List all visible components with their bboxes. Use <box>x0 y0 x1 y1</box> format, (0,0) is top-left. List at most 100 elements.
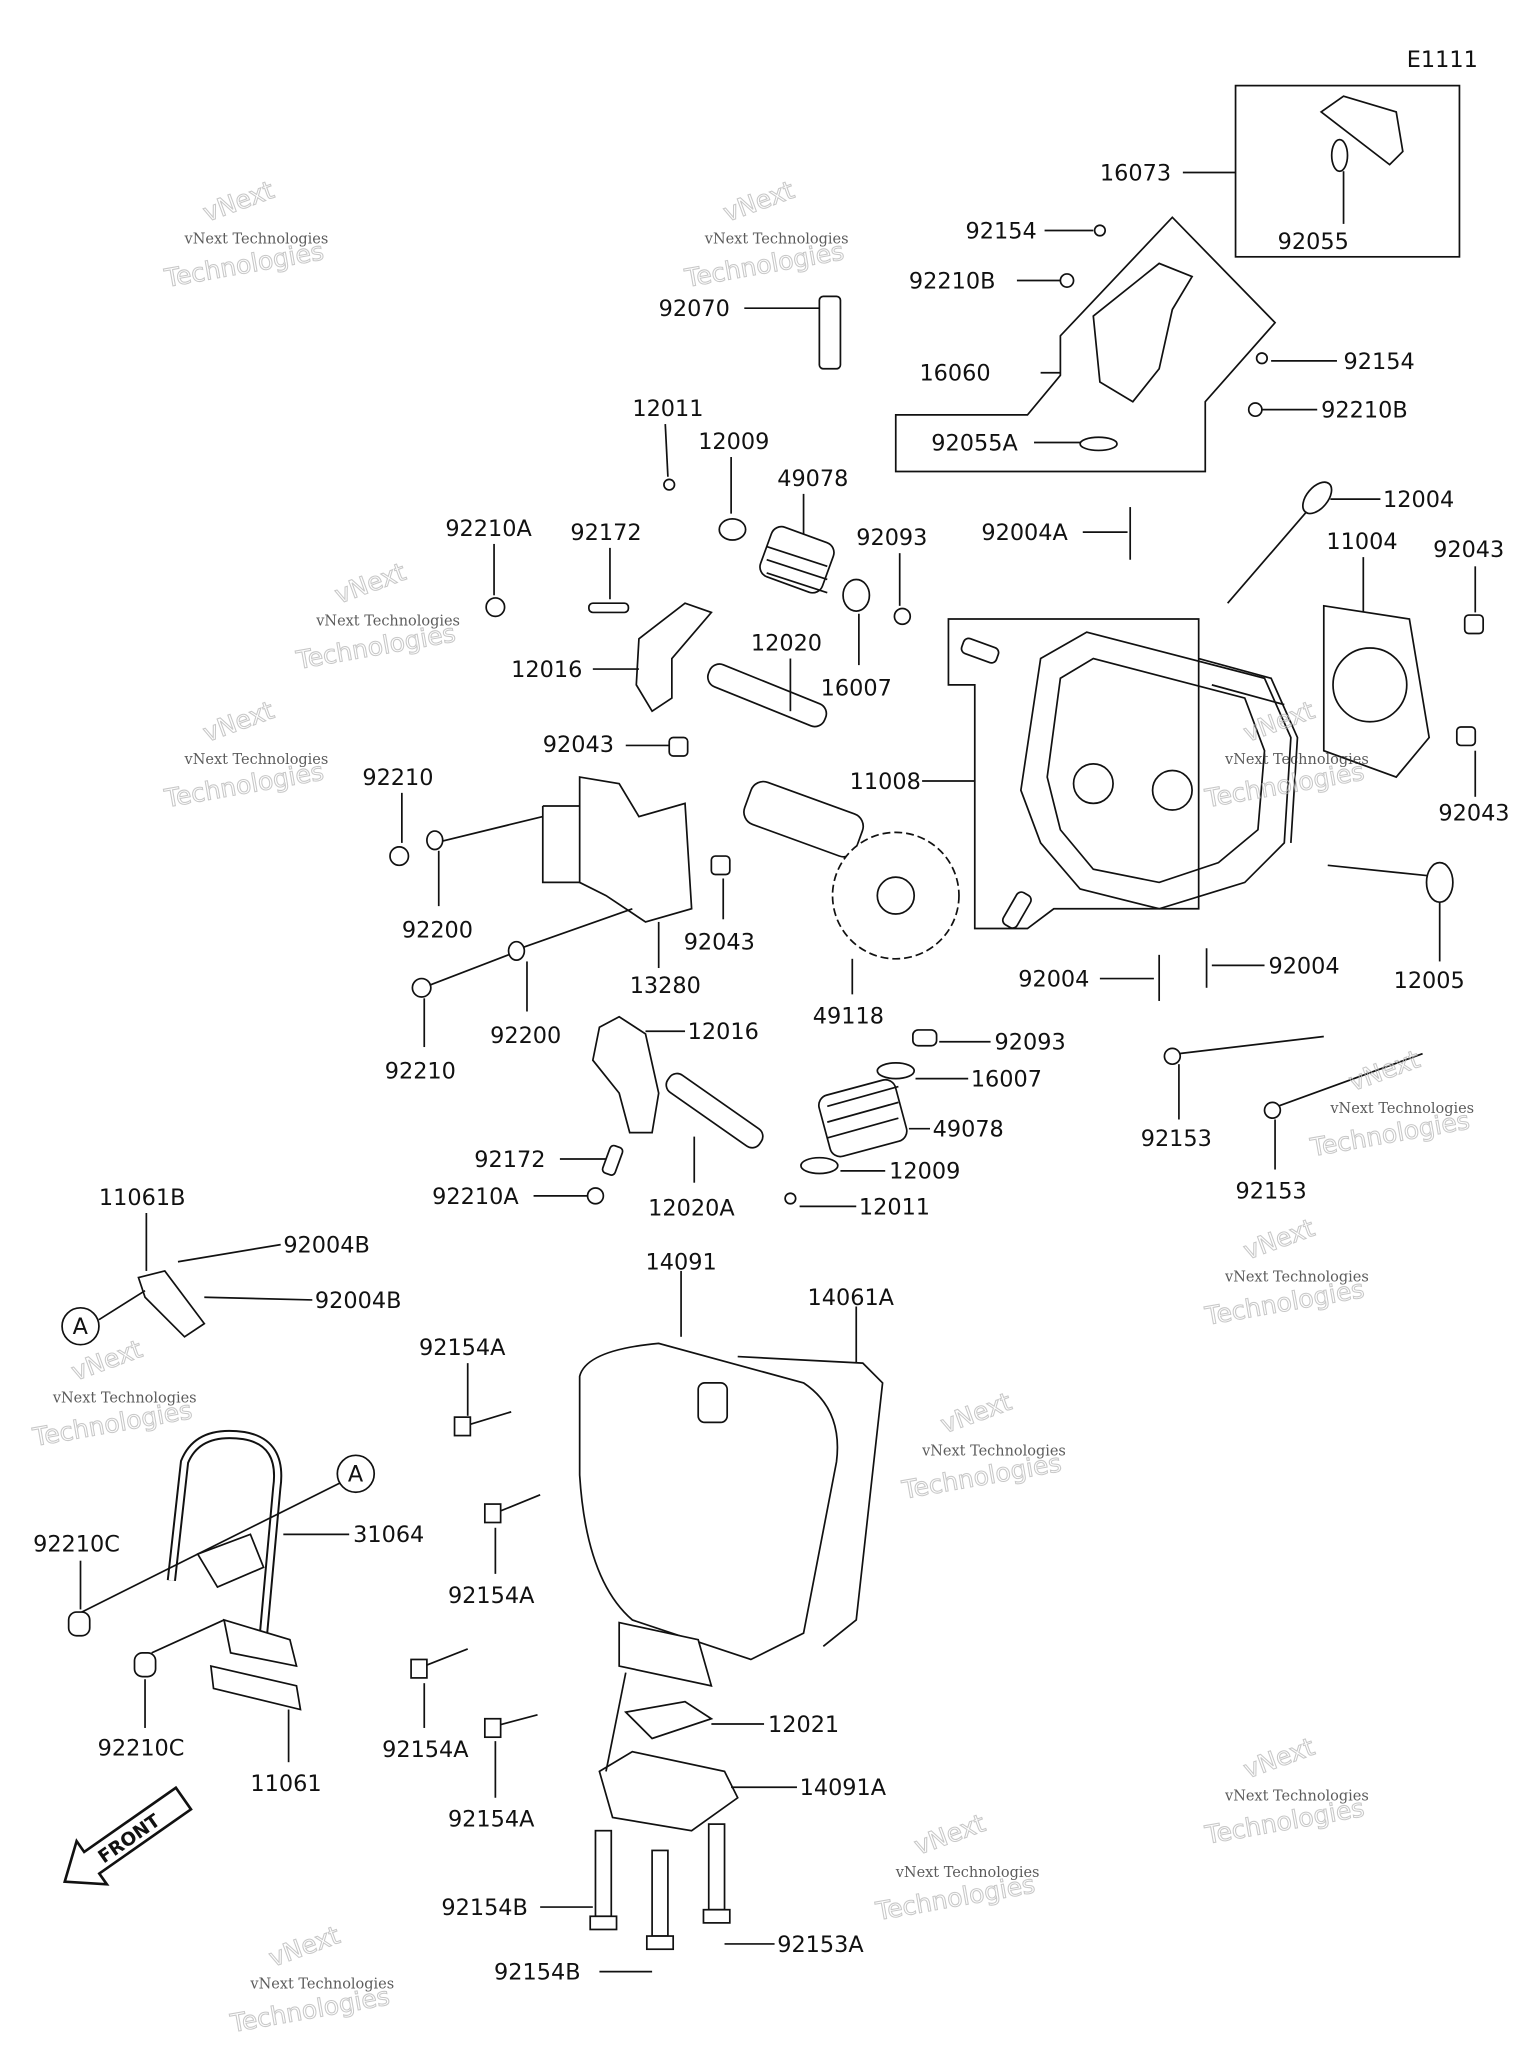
callout-92055: 92055 <box>1278 229 1349 255</box>
svg-text:vNext Technologies: vNext Technologies <box>1224 1788 1369 1804</box>
callout-92004B: 92004B <box>283 1233 370 1259</box>
callout-14091: 14091 <box>646 1250 717 1276</box>
callout-92070: 92070 <box>659 296 730 322</box>
callout-49078: 49078 <box>933 1117 1004 1143</box>
callout-13280: 13280 <box>630 973 701 999</box>
valve-spring-lower <box>817 1078 908 1158</box>
head-gasket <box>1322 604 1431 779</box>
ref-marker-a-label: A <box>348 1462 364 1488</box>
callout-92154: 92154 <box>1344 349 1415 375</box>
callout-92004: 92004 <box>1268 953 1339 979</box>
throttle-spacer-box <box>1234 84 1461 258</box>
callout-92210: 92210 <box>362 765 433 791</box>
callout-92004A: 92004A <box>981 520 1068 546</box>
cylinder-head <box>1019 631 1299 910</box>
callout-92154A: 92154A <box>419 1335 506 1361</box>
callout-16007: 16007 <box>821 675 892 701</box>
svg-text:vNext Technologies: vNext Technologies <box>1329 1101 1474 1117</box>
callout-49078: 49078 <box>777 466 848 492</box>
svg-text:vNext: vNext <box>1240 1732 1319 1784</box>
svg-text:vNext Technologies: vNext Technologies <box>315 614 460 630</box>
svg-text:vNext: vNext <box>67 1334 146 1386</box>
callout-12021: 12021 <box>768 1712 839 1738</box>
callout-12011: 12011 <box>859 1194 930 1220</box>
rocker-shaft-upper <box>706 663 828 728</box>
svg-text:vNext Technologies: vNext Technologies <box>184 232 329 248</box>
rocker-arm-lower <box>591 1015 660 1134</box>
callout-92210C: 92210C <box>33 1531 120 1557</box>
callout-12009: 12009 <box>698 429 769 455</box>
callout-92004: 92004 <box>1018 966 1089 992</box>
callout-92210B: 92210B <box>909 268 996 294</box>
svg-text:vNext: vNext <box>199 695 278 747</box>
callout-92004B: 92004B <box>315 1288 402 1314</box>
callout-92210B: 92210B <box>1321 398 1408 424</box>
svg-text:vNext: vNext <box>1345 1044 1424 1096</box>
valve-spring-upper <box>759 525 835 594</box>
callout-92210: 92210 <box>385 1059 456 1085</box>
callout-92043: 92043 <box>684 930 755 956</box>
callout-92154: 92154 <box>966 218 1037 244</box>
callout-92172: 92172 <box>474 1147 545 1173</box>
svg-text:vNext: vNext <box>719 175 798 227</box>
front-arrow-icon: FRONT <box>63 1785 193 1886</box>
callout-12009: 12009 <box>889 1159 960 1185</box>
rocker-arm-upper <box>635 602 713 713</box>
bracket-plate <box>137 1269 206 1338</box>
svg-text:vNext: vNext <box>265 1920 344 1972</box>
svg-text:vNext Technologies: vNext Technologies <box>52 1391 197 1407</box>
callout-14091A: 14091A <box>800 1775 887 1801</box>
cover-plate <box>598 1750 739 1832</box>
spark-plug <box>818 295 842 370</box>
callout-92043: 92043 <box>543 732 614 758</box>
callout-92200: 92200 <box>490 1023 561 1049</box>
callout-92154A: 92154A <box>448 1583 535 1609</box>
svg-text:vNext: vNext <box>331 557 410 609</box>
rocker-shaft-lower <box>665 1072 764 1149</box>
svg-text:vNext: vNext <box>910 1808 989 1860</box>
callout-12020A: 12020A <box>648 1196 735 1222</box>
callout-92055A: 92055A <box>931 430 1018 456</box>
callout-92154B: 92154B <box>494 1960 581 1986</box>
head-cover <box>578 1342 884 1687</box>
callout-92172: 92172 <box>570 520 641 546</box>
callout-92154B: 92154B <box>441 1895 528 1921</box>
callout-11061: 11061 <box>250 1771 321 1797</box>
ref-marker-a <box>336 1454 376 1494</box>
callout-11004: 11004 <box>1326 529 1397 555</box>
callout-92200: 92200 <box>402 918 473 944</box>
callout-14061A: 14061A <box>808 1285 895 1311</box>
callout-92093: 92093 <box>856 525 927 551</box>
svg-text:vNext Technologies: vNext Technologies <box>895 1865 1040 1881</box>
callout-92154A: 92154A <box>448 1807 535 1833</box>
callout-92043: 92043 <box>1433 537 1504 563</box>
callout-12011: 12011 <box>632 396 703 422</box>
svg-text:vNext: vNext <box>199 175 278 227</box>
svg-text:vNext Technologies: vNext Technologies <box>1224 752 1369 768</box>
callout-11008: 11008 <box>850 769 921 795</box>
svg-text:vNext Technologies: vNext Technologies <box>249 1977 394 1993</box>
camshaft-sprocket <box>743 780 960 960</box>
callout-12016: 12016 <box>511 657 582 683</box>
svg-text:vNext: vNext <box>1240 1213 1319 1265</box>
callout-16073: 16073 <box>1100 160 1171 186</box>
callout-31064: 31064 <box>353 1522 424 1548</box>
gasket-11061 <box>209 1664 302 1711</box>
callout-12020: 12020 <box>751 631 822 657</box>
callout-16007: 16007 <box>971 1067 1042 1093</box>
callout-92154A: 92154A <box>382 1737 469 1763</box>
callout-92043: 92043 <box>1438 801 1509 827</box>
callout-92153: 92153 <box>1141 1126 1212 1152</box>
ref-marker-a <box>61 1306 100 1346</box>
callout-92153: 92153 <box>1236 1179 1307 1205</box>
diagram-code: E1111 <box>1407 47 1478 73</box>
svg-text:vNext Technologies: vNext Technologies <box>921 1443 1066 1459</box>
callout-16060: 16060 <box>919 361 990 387</box>
callout-92210A: 92210A <box>445 516 532 542</box>
callout-92093: 92093 <box>995 1030 1066 1056</box>
svg-text:vNext: vNext <box>937 1387 1016 1439</box>
callout-12004: 12004 <box>1383 487 1454 513</box>
ref-marker-a-label: A <box>73 1314 89 1340</box>
svg-text:vNext Technologies: vNext Technologies <box>704 232 849 248</box>
